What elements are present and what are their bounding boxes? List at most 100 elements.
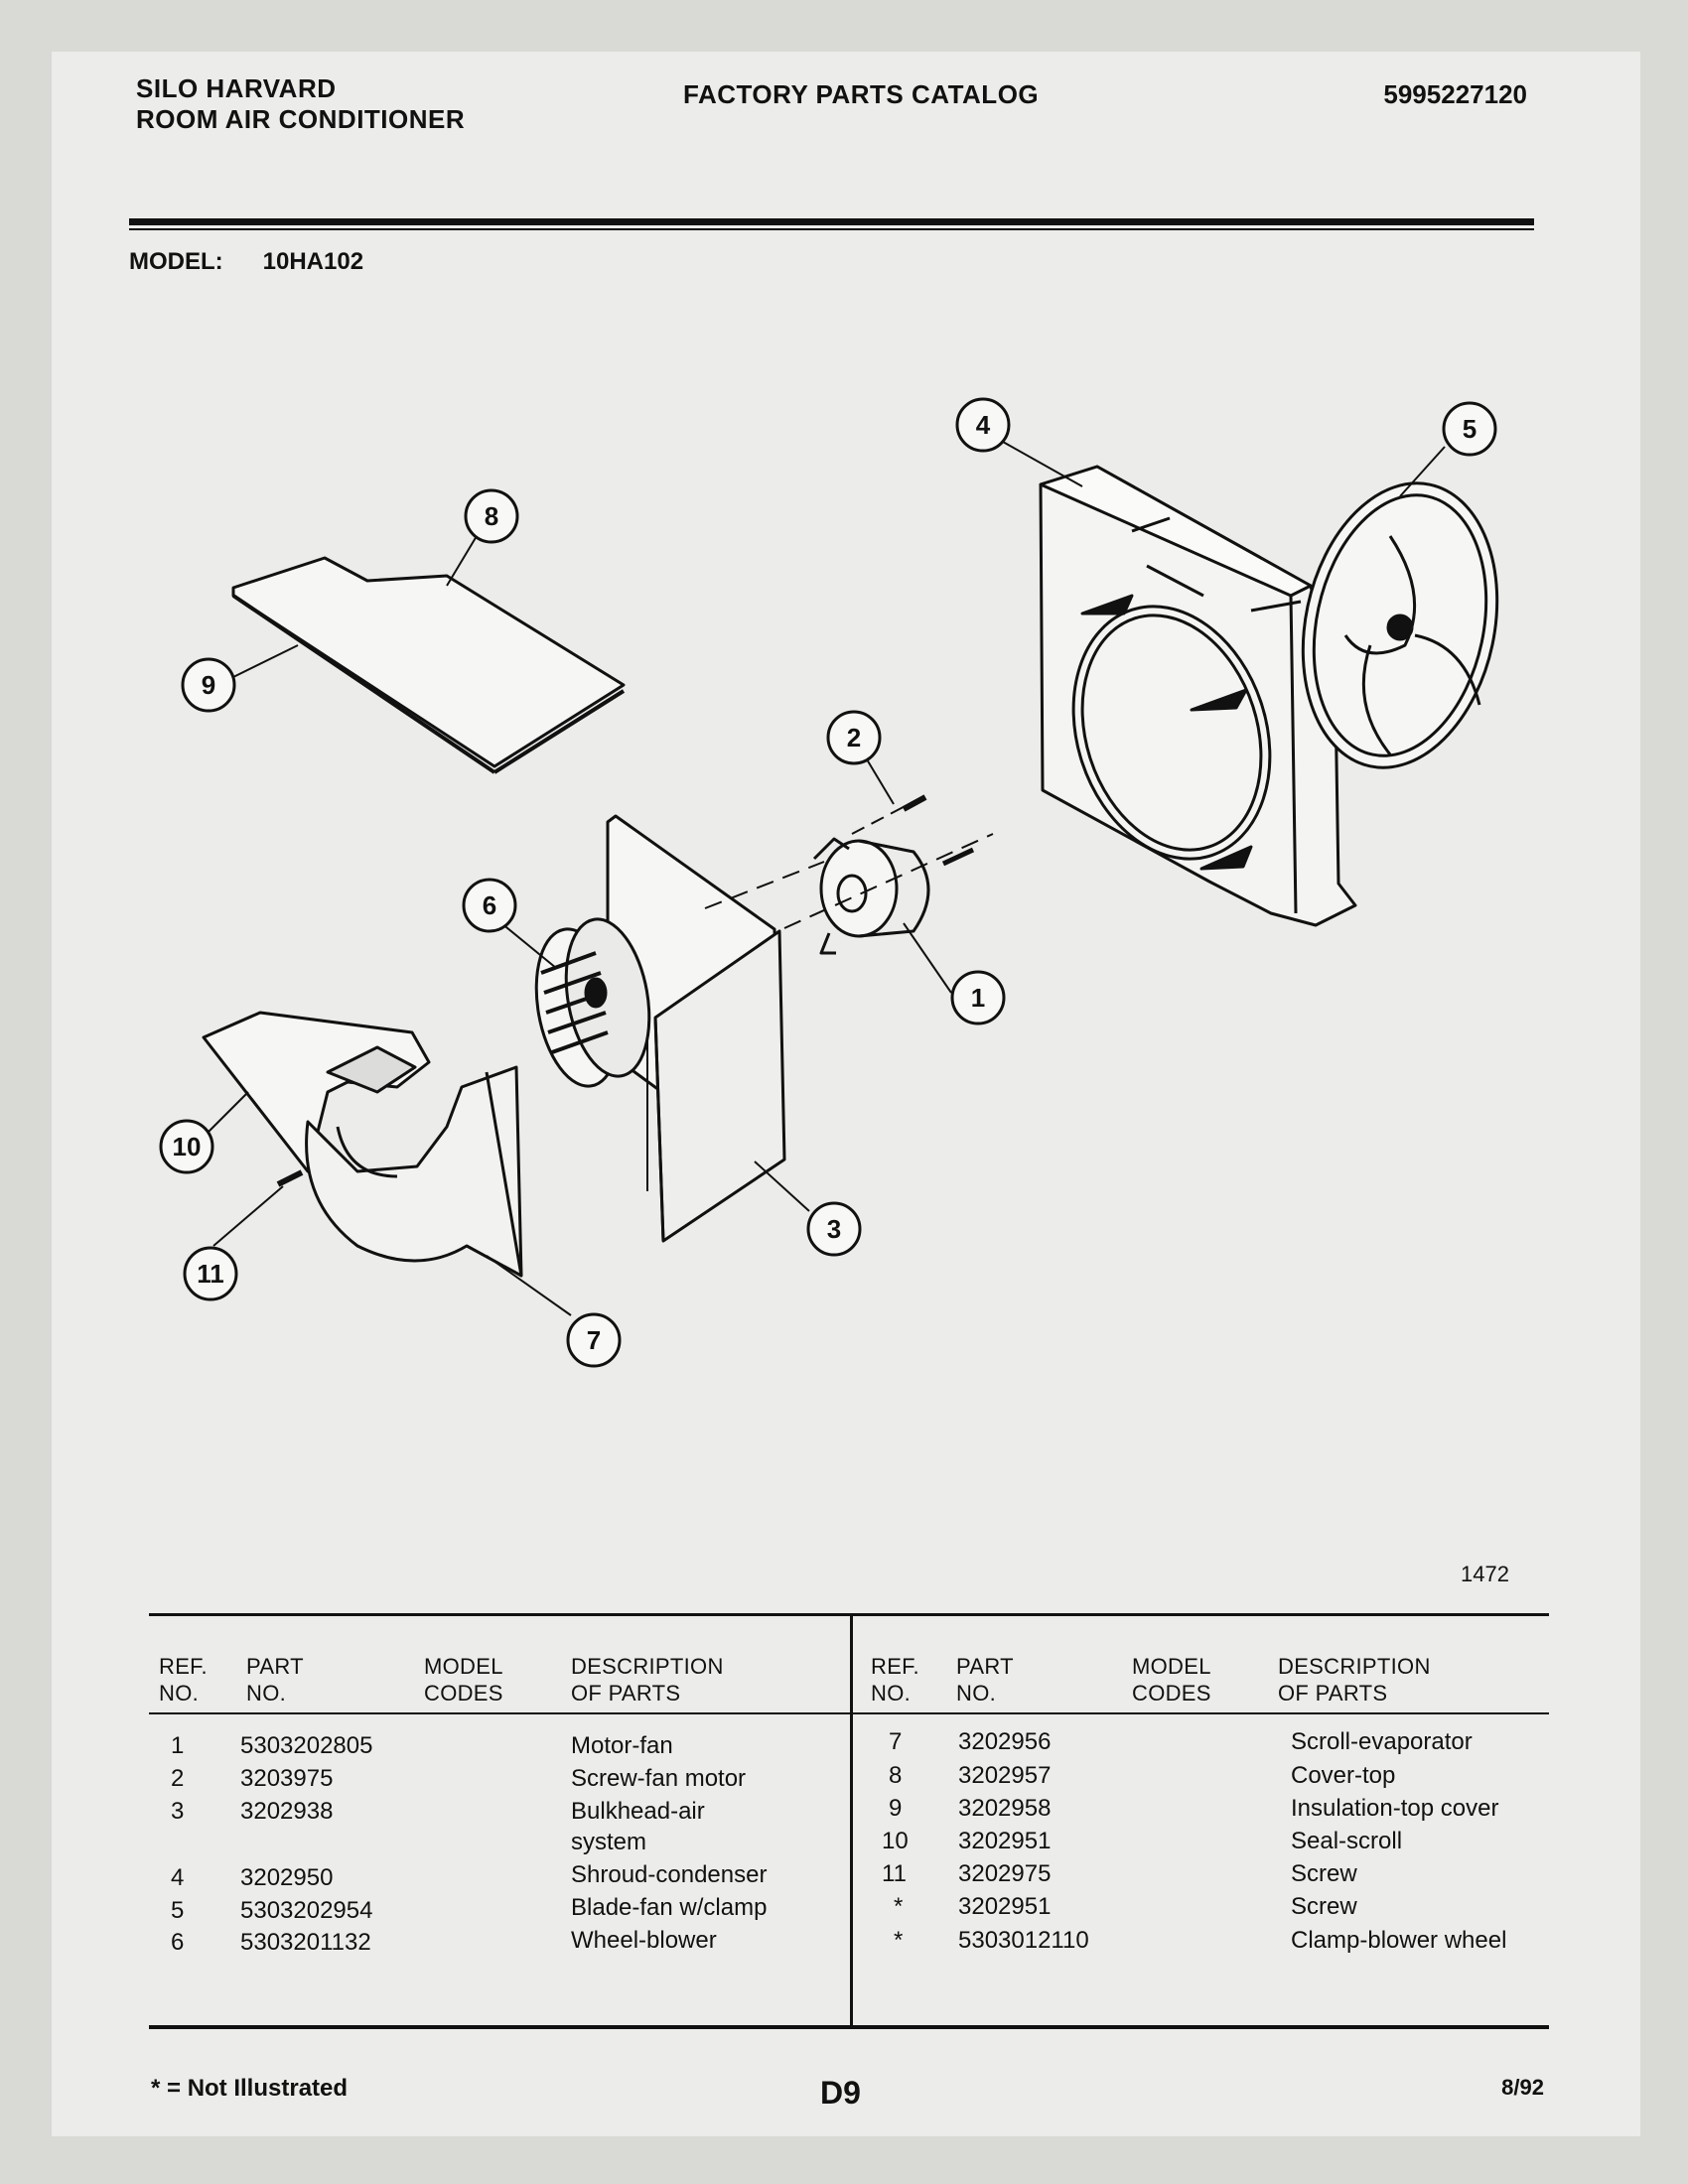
row-ref: 7 — [889, 1728, 903, 1755]
col-desc-header-right-line2: OF PARTS — [1278, 1681, 1388, 1706]
callout-7: 7 — [587, 1325, 601, 1355]
col-ref-header: REF. NO. — [159, 1653, 208, 1706]
model-number: 10HA102 — [262, 248, 364, 275]
table-divider — [850, 1613, 853, 2028]
row-ref: 8 — [889, 1762, 903, 1789]
row-desc-cont: system — [571, 1829, 647, 1855]
catalog-number: 5995227120 — [1383, 79, 1527, 109]
col-codes-header-right-line2: CODES — [1132, 1681, 1211, 1706]
row-desc: Seal-scroll — [1291, 1828, 1403, 1854]
model-label: MODEL: — [129, 248, 223, 275]
col-part-header-right: PART NO. — [956, 1653, 1014, 1706]
col-part-header-line1: PART — [246, 1654, 304, 1679]
row-ref: 9 — [889, 1795, 903, 1822]
row-part: 3202938 — [240, 1798, 334, 1825]
row-desc: Screw — [1291, 1860, 1357, 1887]
row-desc: Screw — [1291, 1893, 1357, 1920]
col-ref-header-line1: REF. — [159, 1654, 208, 1679]
col-codes-header-line2: CODES — [424, 1681, 503, 1706]
callout-11: 11 — [197, 1259, 224, 1289]
callout-9: 9 — [202, 670, 215, 700]
col-codes-header-right: MODEL CODES — [1132, 1653, 1211, 1706]
row-desc: Bulkhead-air — [571, 1798, 705, 1825]
scroll-evaporator — [305, 1065, 523, 1278]
row-ref: 4 — [171, 1864, 185, 1891]
row-desc: Scroll-evaporator — [1291, 1728, 1473, 1755]
col-desc-header-line2: OF PARTS — [571, 1681, 681, 1706]
callout-10: 10 — [173, 1132, 202, 1161]
shroud-condenser — [1039, 465, 1372, 927]
col-part-header-right-line2: NO. — [956, 1681, 997, 1706]
callout-1: 1 — [971, 983, 985, 1013]
row-ref: 3 — [171, 1798, 185, 1825]
product-type: ROOM AIR CONDITIONER — [136, 104, 466, 134]
revision-date: 8/92 — [1501, 2075, 1544, 2100]
col-desc-header-line1: DESCRIPTION — [571, 1654, 724, 1679]
row-ref: 1 — [171, 1732, 185, 1759]
callout-markers — [159, 397, 1497, 1368]
cover-top-panel — [231, 556, 626, 774]
col-part-header-line2: NO. — [246, 1681, 287, 1706]
row-desc: Wheel-blower — [571, 1927, 717, 1954]
row-desc: Shroud-condenser — [571, 1861, 768, 1888]
brand-name: SILO HARVARD — [136, 73, 337, 103]
not-illustrated-note: * = Not Illustrated — [151, 2075, 349, 2102]
col-ref-header-right-line1: REF. — [871, 1654, 919, 1679]
scroll-screw — [276, 1169, 304, 1187]
row-desc: Clamp-blower wheel — [1291, 1927, 1507, 1954]
col-desc-header-right: DESCRIPTION OF PARTS — [1278, 1653, 1431, 1706]
callout-2: 2 — [847, 723, 861, 752]
row-desc: Screw-fan motor — [571, 1765, 747, 1792]
row-ref: 6 — [171, 1929, 185, 1956]
row-ref: 2 — [171, 1765, 185, 1792]
row-part: 3202950 — [240, 1864, 334, 1891]
model-line: MODEL: 10HA102 — [129, 248, 363, 276]
col-desc-header-right-line1: DESCRIPTION — [1278, 1654, 1431, 1679]
row-ref: 10 — [882, 1828, 909, 1854]
callout-6: 6 — [483, 890, 496, 920]
col-codes-header-line1: MODEL — [424, 1654, 503, 1679]
header-rule-thin — [129, 228, 1534, 230]
row-ref: * — [894, 1927, 904, 1954]
col-part-header-right-line1: PART — [956, 1654, 1014, 1679]
row-part: 3202957 — [958, 1762, 1052, 1789]
header-rule — [129, 218, 1534, 225]
row-part: 5303012110 — [958, 1927, 1089, 1954]
row-ref: 11 — [882, 1860, 907, 1887]
bulkhead-air-system — [606, 814, 786, 1243]
blower-wheel — [534, 917, 651, 1088]
row-part: 3203975 — [240, 1765, 334, 1792]
col-codes-header: MODEL CODES — [424, 1653, 503, 1706]
col-desc-header: DESCRIPTION OF PARTS — [571, 1653, 724, 1706]
brand-block: SILO HARVARD ROOM AIR CONDITIONER — [136, 73, 465, 135]
catalog-title: FACTORY PARTS CATALOG — [683, 79, 1040, 109]
row-part: 3202958 — [958, 1795, 1052, 1822]
col-codes-header-right-line1: MODEL — [1132, 1654, 1211, 1679]
col-ref-header-right: REF. NO. — [871, 1653, 919, 1706]
row-desc: Insulation-top cover — [1291, 1795, 1499, 1822]
row-desc: Motor-fan — [571, 1732, 673, 1759]
parts-table: REF. NO. PART NO. MODEL CODES DESCRIPTIO… — [149, 1613, 1549, 2030]
fan-blade — [1301, 481, 1499, 769]
row-part: 5303202954 — [240, 1897, 373, 1924]
row-part: 5303202805 — [240, 1732, 373, 1759]
row-part: 5303201132 — [240, 1929, 371, 1956]
row-desc: Cover-top — [1291, 1762, 1396, 1789]
row-part: 3202956 — [958, 1728, 1052, 1755]
row-ref: * — [894, 1893, 904, 1920]
callout-4: 4 — [976, 410, 991, 440]
row-desc: Blade-fan w/clamp — [571, 1894, 768, 1921]
col-ref-header-right-line2: NO. — [871, 1681, 912, 1706]
row-part: 3202975 — [958, 1860, 1052, 1887]
callout-5: 5 — [1463, 414, 1477, 444]
col-ref-header-line2: NO. — [159, 1681, 200, 1706]
callout-8: 8 — [485, 501, 498, 531]
col-part-header: PART NO. — [246, 1653, 304, 1706]
fan-motor — [812, 837, 930, 955]
page-number: D9 — [820, 2075, 861, 2111]
table-top-rule — [149, 1613, 1549, 1616]
diagram-code: 1472 — [1461, 1562, 1509, 1586]
row-part: 3202951 — [958, 1828, 1052, 1854]
row-part: 3202951 — [958, 1893, 1052, 1920]
